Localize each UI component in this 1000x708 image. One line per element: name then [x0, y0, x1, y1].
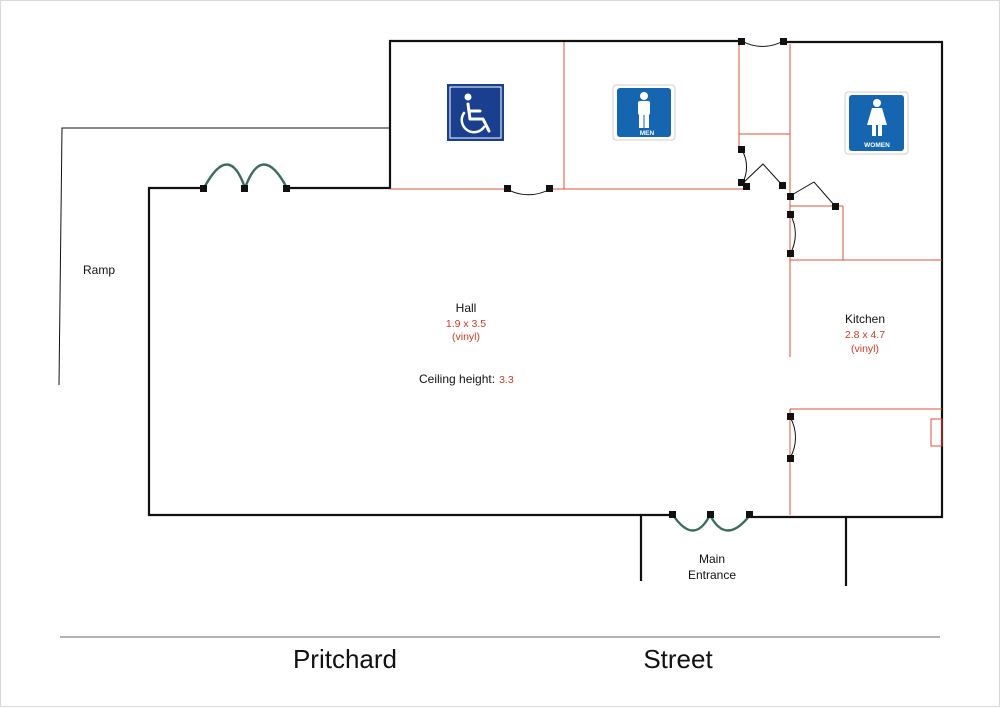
men-restroom-sign: MEN [612, 84, 676, 141]
main-entrance-label-line2: Entrance [688, 568, 736, 582]
door-men-inner [741, 149, 748, 185]
door-men-hall [741, 163, 784, 187]
men-sign-label: MEN [640, 130, 655, 137]
wheelchair-icon [460, 93, 491, 134]
women-restroom-icon [867, 99, 887, 136]
ceiling-height-label: Ceiling height:3.3 [419, 372, 514, 386]
accessible-toilet-sign [447, 84, 504, 141]
kitchen-dimensions: 2.8 x 4.7 [845, 329, 885, 341]
door-accessible-toilet [506, 188, 551, 196]
ceiling-height-value: 3.3 [499, 374, 514, 386]
door-men-top [741, 40, 784, 47]
door-women-lower [789, 213, 796, 255]
men-restroom-icon [638, 92, 650, 128]
hall-label: Hall [456, 301, 477, 315]
street-name-word1: Pritchard [293, 644, 397, 674]
door-hinges [200, 38, 839, 518]
kitchen-flooring: (vinyl) [851, 343, 879, 355]
door-side-entrance [202, 163, 289, 192]
hall-flooring: (vinyl) [452, 331, 480, 343]
ramp-label: Ramp [83, 263, 115, 277]
door-women-top [789, 181, 836, 207]
double-doors [202, 163, 752, 532]
main-entrance-label-line1: Main [699, 552, 725, 566]
kitchen-label: Kitchen [845, 312, 885, 326]
women-restroom-sign: WOMEN [844, 91, 909, 155]
hall-dimensions: 1.9 x 3.5 [446, 318, 486, 330]
street-name-word2: Street [643, 644, 713, 674]
outer-walls [147, 39, 944, 586]
women-sign-label: WOMEN [864, 142, 890, 149]
door-kitchen [789, 416, 796, 459]
ramp-outline [58, 127, 390, 386]
